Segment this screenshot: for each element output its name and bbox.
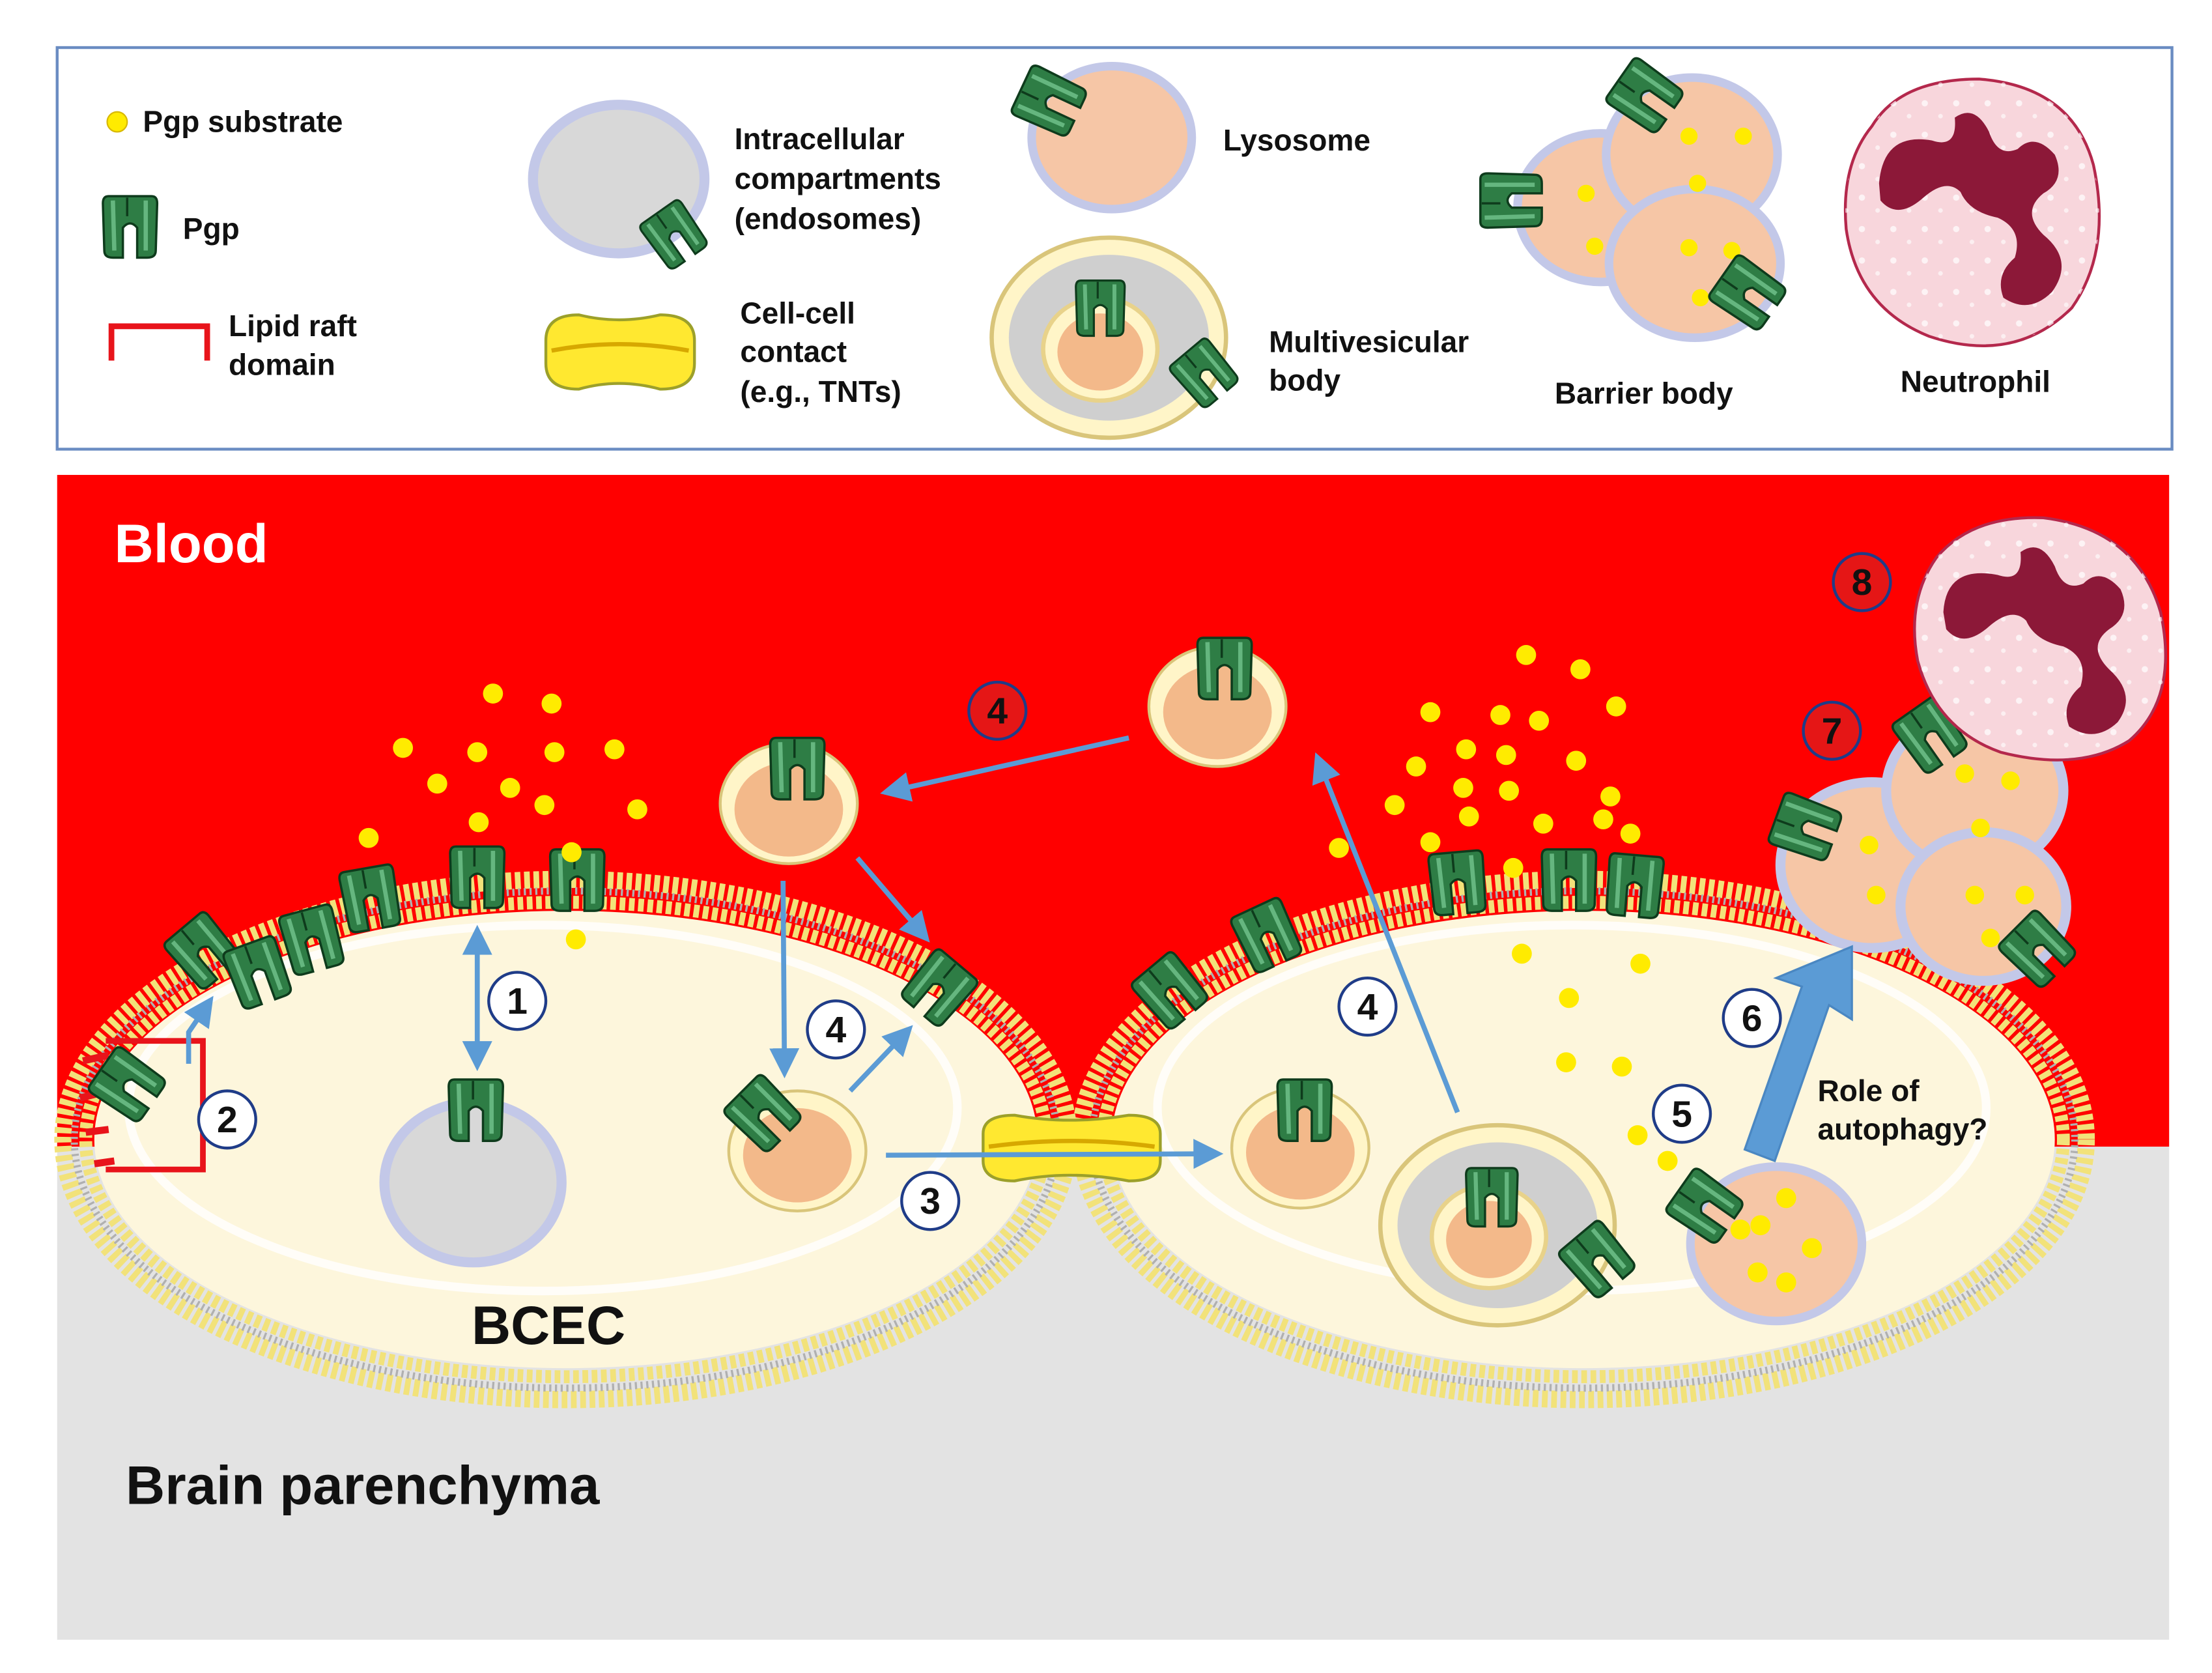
legend-barrier-body: Barrier body bbox=[1555, 376, 1733, 410]
step-circles bbox=[197, 971, 1782, 1231]
barrier-body-blood bbox=[1767, 694, 2078, 990]
brain-parenchyma-label: Brain parenchyma bbox=[126, 1455, 600, 1516]
intracellular-endosome bbox=[379, 1080, 567, 1268]
legend-cellcell-1: Cell-cell bbox=[740, 296, 855, 330]
legend-lipid-raft-1: Lipid raft bbox=[229, 309, 357, 343]
step-1-label: 1 bbox=[507, 980, 528, 1022]
legend-intracellular-1: Intracellular bbox=[735, 122, 905, 156]
legend-neutrophil: Neutrophil bbox=[1901, 365, 2050, 399]
mvb-icon bbox=[989, 235, 1241, 440]
legend-mvb-1: Multivesicular bbox=[1269, 324, 1469, 358]
legend-cellcell-3: (e.g., TNTs) bbox=[740, 375, 901, 408]
step-4-right-label: 4 bbox=[1357, 986, 1378, 1028]
step-3-label: 3 bbox=[920, 1180, 941, 1222]
step-4-blood-label: 4 bbox=[987, 691, 1008, 732]
step-6-label: 6 bbox=[1742, 997, 1763, 1039]
blood-label: Blood bbox=[115, 513, 268, 574]
legend-intracellular-3: (endosomes) bbox=[735, 202, 922, 236]
legend-lysosome: Lysosome bbox=[1223, 123, 1370, 157]
neutrophil-blood bbox=[1913, 516, 2167, 762]
autophagy-label-1: Role of bbox=[1818, 1074, 1920, 1108]
autophagy-arrow bbox=[1743, 945, 1853, 1163]
step-7-label: 7 bbox=[1822, 710, 1843, 752]
lipid-raft-dashes bbox=[79, 1051, 115, 1167]
neutrophil-icon bbox=[1843, 78, 2101, 347]
step-2-label: 2 bbox=[217, 1099, 238, 1141]
legend-mvb-2: body bbox=[1269, 364, 1340, 397]
vesicle-right-cell bbox=[1230, 1080, 1370, 1210]
step-5-label: 5 bbox=[1671, 1093, 1692, 1135]
step-8-label: 8 bbox=[1852, 562, 1873, 603]
vesicle-blood-top bbox=[1147, 638, 1288, 768]
tnt-contact bbox=[982, 1113, 1162, 1182]
legend-lipid-raft-2: domain bbox=[229, 347, 335, 381]
lipid-raft-icon bbox=[108, 323, 210, 361]
pgp-substrates bbox=[358, 645, 1678, 1171]
vesicle-left-cell bbox=[722, 1073, 868, 1212]
vesicle-blood-mid bbox=[718, 738, 859, 865]
legend-intracellular-2: compartments bbox=[735, 162, 941, 195]
pgp-substrate-icon bbox=[106, 111, 128, 133]
legend-pgp-substrate: Pgp substrate bbox=[143, 104, 343, 138]
barrier-body-icon bbox=[1481, 56, 1789, 342]
step-circles-red bbox=[967, 552, 1892, 761]
cell-contact-icon bbox=[544, 313, 696, 391]
step-4-left-label: 4 bbox=[826, 1009, 847, 1051]
autophagy-label-2: autophagy? bbox=[1818, 1112, 1988, 1146]
multivesicular-body bbox=[1378, 1122, 1638, 1328]
trafficking-arrows bbox=[184, 735, 1460, 1169]
lysosome-right-cell bbox=[1664, 1162, 1867, 1326]
bcec-label: BCEC bbox=[472, 1295, 625, 1356]
legend-pgp: Pgp bbox=[183, 212, 240, 246]
legend-cellcell-2: contact bbox=[740, 335, 847, 369]
